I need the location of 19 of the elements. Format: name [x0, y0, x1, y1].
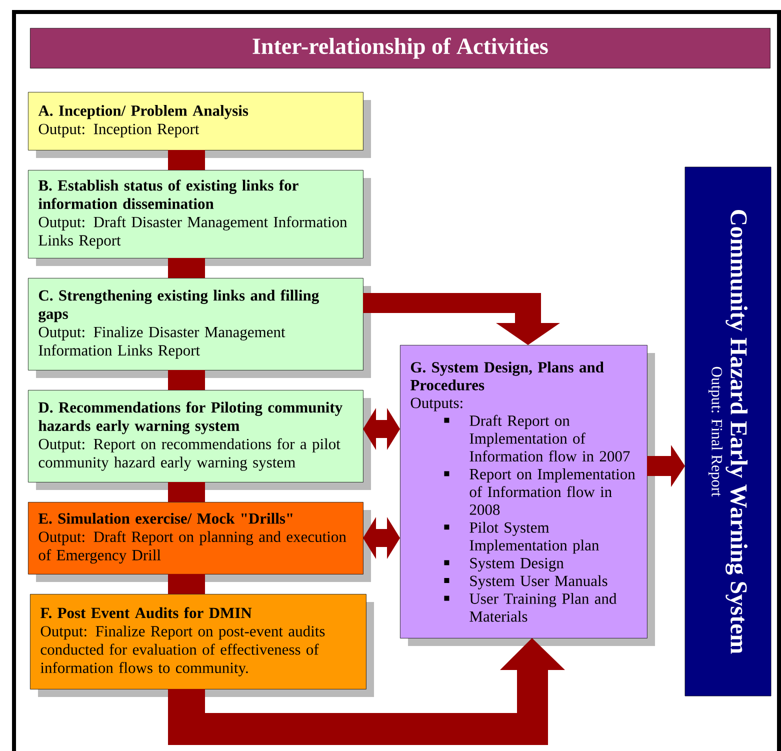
result-banner: Community Hazard Early Warning System Output: Final Report: [684, 166, 772, 696]
activity-box: A. Inception/ Problem Analysis Output: Inception Report: [28, 92, 371, 158]
arrow: [363, 293, 560, 345]
arrow: [168, 638, 565, 745]
arrow: [168, 574, 205, 594]
arrow: [168, 258, 205, 278]
activity-box: E. Simulation exercise/ Mock "Drills" Output: Draft Report on planning and execution of Emergency Drill: [28, 502, 371, 582]
arrow: [168, 150, 205, 170]
arrow: [363, 517, 400, 559]
arrow: [168, 370, 205, 390]
arrow: [363, 408, 400, 450]
activity-box: C. Strengthening existing links and filling gaps Output: Finalize Disaster Management Information Links Report: [28, 278, 371, 378]
activity-box: G. System Design, Plans and Procedures Outputs: Draft Report on Implementation of Information flow in 2007 Report on Implementation of Information flow in 2008 Pilot System Implementation plan System Design System User Manuals User Training Plan and Materials: [400, 345, 655, 646]
arrow: [168, 482, 205, 502]
activity-box: B. Establish status of existing links for information dissemination Output: Draft Disaster Management Information Links Report: [28, 170, 371, 266]
title-band: Inter-relationship of Activities: [30, 28, 770, 68]
activity-box: F. Post Event Audits for DMIN Output: Finalize Report on post-event audits conducted for evaluation of effectiveness of information flows to community.: [30, 594, 374, 697]
arrow: [647, 445, 685, 487]
activity-box: D. Recommendations for Piloting community hazards early warning system Output: Report on recommendations for a pilot community hazard early warning system: [28, 390, 371, 490]
